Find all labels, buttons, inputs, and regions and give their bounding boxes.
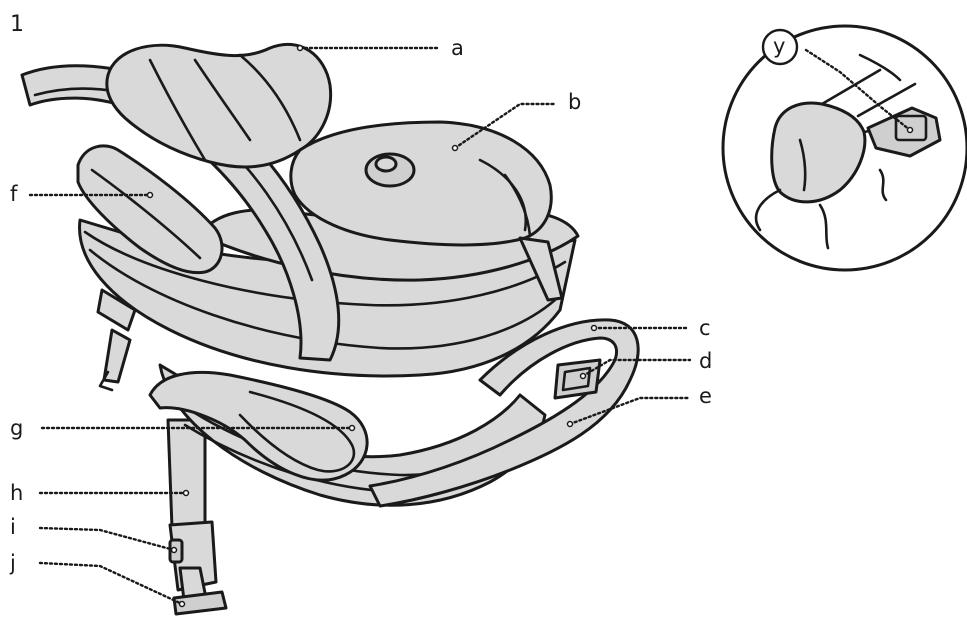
callout-y: y — [773, 34, 785, 58]
car-seat-illustration — [20, 42, 640, 616]
callout-a: a — [451, 36, 464, 60]
side-impact-protector — [76, 144, 224, 275]
callout-y-bubble — [761, 28, 799, 66]
callout-i: i — [10, 515, 16, 539]
leader-lines — [28, 44, 914, 608]
callout-h: h — [10, 481, 23, 505]
callout-f: f — [10, 182, 18, 206]
callout-e: e — [699, 384, 712, 408]
impact-cushion — [289, 120, 553, 247]
callout-b: b — [568, 90, 581, 114]
isofix-strap — [96, 288, 137, 392]
figure-number: 1 — [10, 12, 24, 37]
callout-d: d — [699, 349, 712, 373]
callout-labels: a b c d e f g h i j y — [9, 34, 785, 575]
front-arm — [148, 370, 369, 482]
headrest — [105, 42, 333, 169]
callout-g: g — [10, 416, 23, 440]
support-leg — [166, 418, 228, 616]
base-rail — [368, 318, 640, 508]
callout-j: j — [9, 551, 16, 575]
detail-inset — [721, 24, 967, 272]
callout-c: c — [699, 316, 711, 340]
